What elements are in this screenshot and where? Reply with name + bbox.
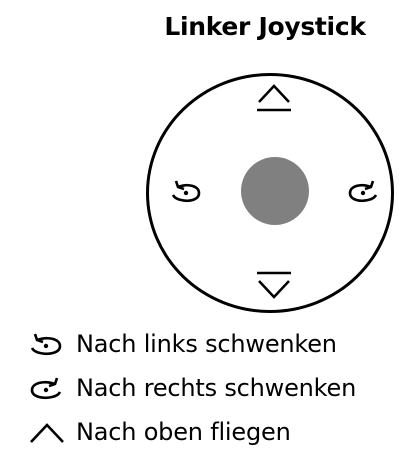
panel-title: Linker Joystick xyxy=(164,12,366,41)
ascend-arrow-icon xyxy=(257,84,291,112)
descend-arrow-icon xyxy=(257,271,291,299)
rotate-left-icon xyxy=(171,180,201,203)
rotate-right-icon xyxy=(30,377,62,400)
rotate-left-icon xyxy=(30,333,62,356)
ascend-arrow-icon xyxy=(30,423,64,443)
legend-item-rotate-right: Nach rechts schwenken xyxy=(0,368,403,408)
legend-item-rotate-left: Nach links schwenken xyxy=(0,324,403,364)
legend-item-ascend: Nach oben fliegen xyxy=(0,412,403,452)
left-joystick[interactable] xyxy=(146,73,394,313)
legend-label: Nach oben fliegen xyxy=(76,418,291,446)
legend-label: Nach rechts schwenken xyxy=(76,374,357,402)
joystick-knob[interactable] xyxy=(241,157,309,225)
legend-label: Nach links schwenken xyxy=(76,330,337,358)
rotate-right-icon xyxy=(348,180,378,203)
